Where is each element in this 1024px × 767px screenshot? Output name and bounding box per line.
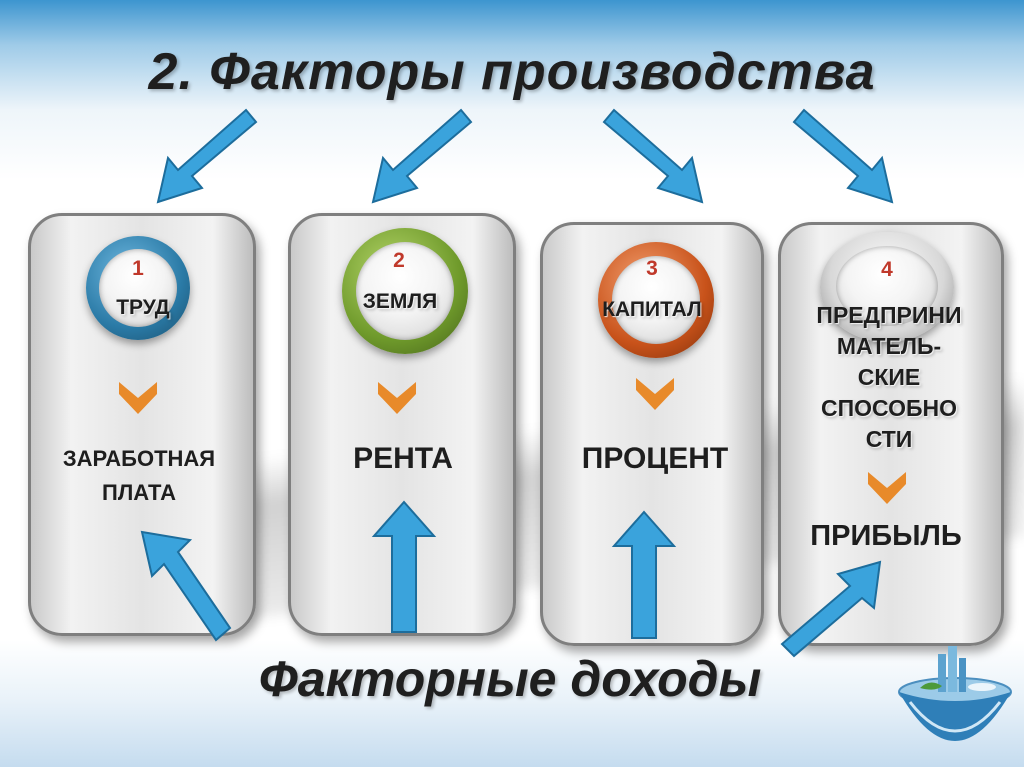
factor-number: 1 xyxy=(132,257,144,280)
slide-title: 2. Факторы производства xyxy=(148,43,876,101)
arrow-from-income-2-icon xyxy=(371,500,437,633)
arrow-from-income-3-icon xyxy=(611,510,677,639)
factor-label: КАПИТАЛ xyxy=(602,298,702,321)
factor-number: 3 xyxy=(646,257,658,280)
ring-4-icon xyxy=(820,232,954,342)
income-label: РЕНТА xyxy=(353,442,453,475)
factor-label: ЗЕМЛЯ xyxy=(362,290,438,313)
arrow-to-card-1-icon xyxy=(156,108,258,204)
factor-number: 2 xyxy=(393,249,405,272)
chevron-down-icon xyxy=(868,472,906,504)
factor-number: 4 xyxy=(881,258,893,281)
chevron-down-icon xyxy=(119,382,157,414)
arrow-to-card-4-icon xyxy=(792,108,894,204)
income-label: ПРИБЫЛЬ xyxy=(810,520,962,552)
arrow-from-income-1-icon xyxy=(140,530,232,642)
factor-label: ПРЕДПРИНИ МАТЕЛЬ- СКИЕ СПОСОБНО СТИ xyxy=(816,302,962,452)
factor-label: ТРУД xyxy=(116,296,170,319)
ring-3-icon xyxy=(598,242,714,358)
arrow-from-income-4-icon xyxy=(780,560,882,658)
chevron-down-icon xyxy=(378,382,416,414)
ring-1-icon xyxy=(86,236,190,340)
arrow-to-card-3-icon xyxy=(602,108,704,204)
chevron-down-icon xyxy=(636,378,674,410)
ring-2-icon xyxy=(342,228,468,354)
globe-logo-icon xyxy=(898,646,1012,741)
footer-title: Факторные доходы xyxy=(258,651,762,707)
arrow-to-card-2-icon xyxy=(371,108,473,204)
income-label: ПРОЦЕНТ xyxy=(581,442,729,475)
income-label: ЗАРАБОТНАЯ ПЛАТА xyxy=(62,446,216,505)
